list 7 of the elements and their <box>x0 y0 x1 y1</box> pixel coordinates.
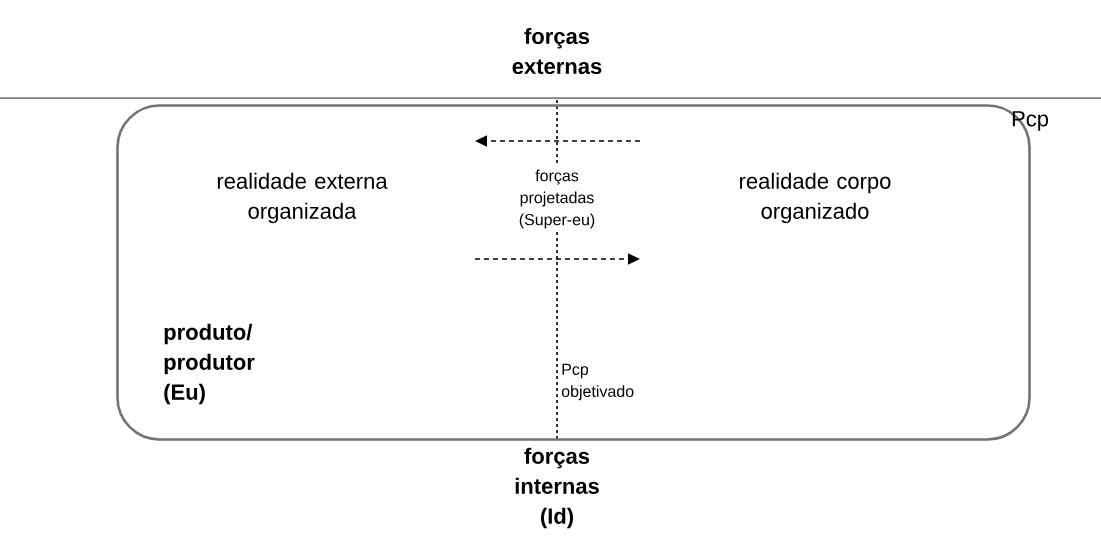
text-label: realidade corpo organizado <box>740 172 891 224</box>
text-label: forças projetadas (Super-eu) <box>519 169 595 229</box>
text-label: Pcp <box>1012 111 1049 131</box>
text-label: realidade externa organizada <box>217 172 388 224</box>
heading-label: forças externas <box>512 27 602 75</box>
text-label: Pcp objetivado <box>561 363 634 401</box>
text-label: produto/ produtor (Eu) <box>164 323 255 405</box>
